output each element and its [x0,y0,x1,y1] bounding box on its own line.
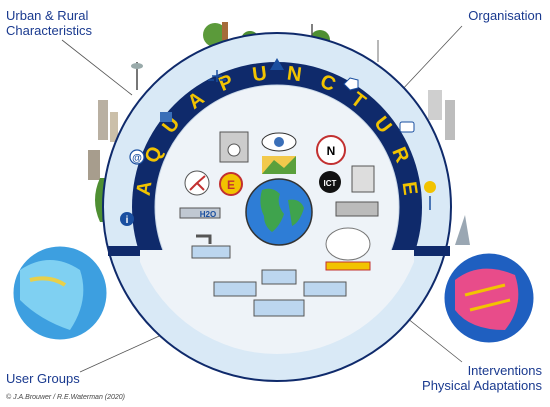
outer-ring-lower [113,260,441,376]
pump-wheel [227,143,241,157]
fan-blades [189,175,206,191]
sensor-dome-icon [325,227,371,261]
eye-pupil [274,137,284,147]
photo-right-shape [455,268,519,330]
triangle-icon [270,58,284,70]
bridge-pylon-icon [455,215,470,245]
tower-top-icon [131,63,143,69]
tree-icon [203,23,227,47]
book-icon [160,112,172,122]
connector-left [108,246,140,256]
basin-icon [191,245,231,259]
globe-land [260,188,284,232]
scales-icon [208,70,226,82]
credit-line: © J.A.Brouwer / R.E.Waterman (2020) [6,394,126,401]
landscape-hills [262,156,296,174]
faucet-icon [196,234,212,244]
building-icon [98,100,108,140]
at-letter: @ [132,153,142,164]
user-groups-photo [10,243,110,343]
intervention-strip-icon [303,281,347,297]
intervention-strip-icon [261,269,297,285]
ring-title-letter: U [251,63,268,87]
church-icon [222,22,228,40]
north-letter: N [327,144,336,158]
ict-icon [319,171,341,193]
ring-title-letter: A [133,180,157,197]
label-line-1: Urban & Rural [6,8,89,23]
factory-icon [335,201,379,217]
photo-left-coast [29,276,67,287]
inner-icons: N E ICT H2O [179,131,379,317]
h2o-label: H2O [200,210,216,219]
water-tower-icon [351,165,375,193]
label-urban-rural-characteristics: Urban & Rural Characteristics [6,8,92,38]
ring-icons: i @ [120,58,436,226]
smiley-icon [424,181,436,193]
energy-letter: E [227,178,235,192]
intervention-strip-icon [213,281,257,297]
info-icon [120,212,134,226]
connector-right [414,246,450,256]
network-icon [343,77,359,91]
building-icon [445,100,455,140]
energy-icon [219,172,243,196]
ring-title-letter: E [398,180,422,196]
globe-land [288,199,304,226]
building-icon [110,112,118,142]
building-icon [88,150,100,180]
pipe-icon [179,207,221,219]
label-line-1: Interventions [467,363,542,378]
sensor-bar-icon [325,261,371,271]
label-user-groups: User Groups [6,371,80,386]
leader-line-urban [61,39,133,96]
at-icon [129,149,145,165]
handshake-icon [399,121,415,133]
label-line-1: Organisation [468,8,542,23]
leader-line-organisation [399,25,463,93]
label-line-2: Physical Adaptations [422,378,542,393]
interventions-photo [441,250,537,346]
label-interventions: Interventions Physical Adaptations [422,363,542,393]
label-organisation: Organisation [468,8,542,23]
ring-title-letter: N [286,63,303,87]
info-letter: i [126,215,129,226]
ict-label: ICT [324,179,337,188]
compass-icon [316,135,346,165]
building-icon [428,90,442,120]
label-line-2: Characteristics [6,23,92,38]
bridge-strip-icon [253,299,305,317]
label-line-1: User Groups [6,371,80,386]
photo-right-lines [464,283,511,312]
